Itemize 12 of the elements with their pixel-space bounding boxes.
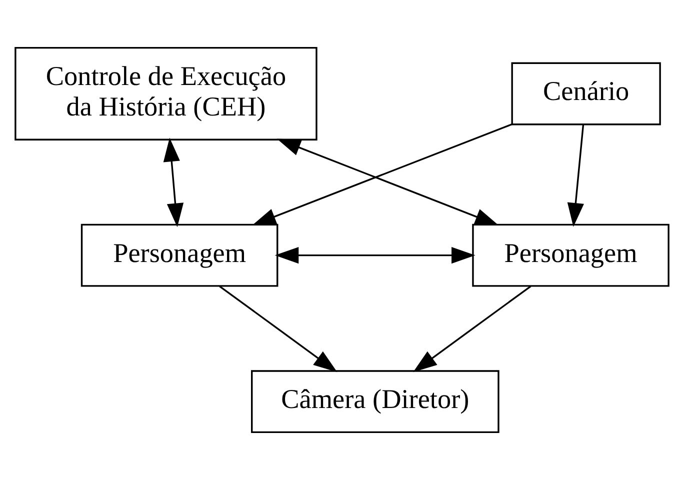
arrow (252, 122, 512, 225)
arrow (276, 138, 499, 226)
node-box: Câmera (Diretor) (251, 370, 500, 433)
arrow (274, 246, 476, 264)
arrow (163, 137, 184, 227)
arrow (567, 124, 584, 226)
node-box: Cenário (511, 62, 661, 125)
node-box: Personagem (472, 223, 670, 286)
arrow (413, 285, 532, 372)
arrow (219, 285, 338, 372)
node-box: Controle de Execução da História (CEH) (14, 46, 318, 140)
node-box: Personagem (80, 223, 278, 286)
